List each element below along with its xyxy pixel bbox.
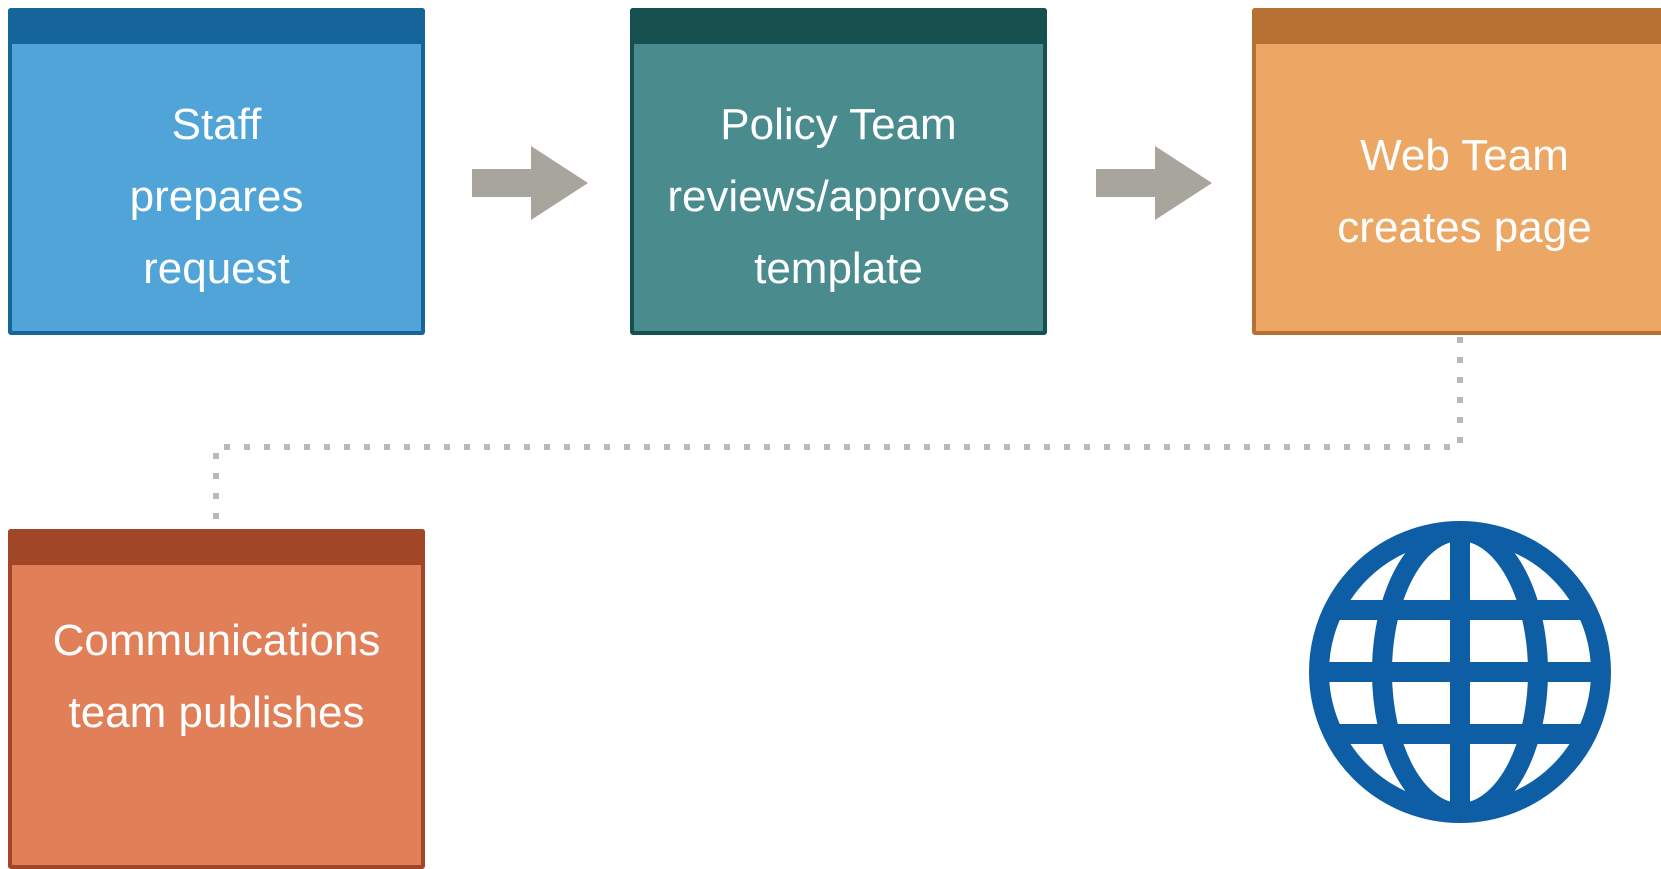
step-communications-publishes: Communications team publishes — [8, 529, 425, 869]
step-policy-team-reviews: Policy Team reviews/approves template — [630, 8, 1047, 335]
step-policy-header — [630, 8, 1047, 44]
step-web-label: Web Team creates page — [1337, 131, 1592, 252]
step-comms-label: Communications team publishes — [52, 616, 381, 737]
step-web-team-creates-page: Web Team creates page — [1252, 8, 1661, 335]
step-comms-header — [8, 529, 425, 565]
step-staff-label: Staff prepares request — [129, 100, 304, 293]
right-arrow-icon — [1096, 146, 1212, 220]
step-staff-prepares-request: Staff prepares request — [8, 8, 425, 335]
right-arrow-icon — [472, 146, 588, 220]
step-web-header — [1252, 8, 1661, 44]
globe-icon — [1309, 521, 1611, 823]
step-policy-label: Policy Team reviews/approves template — [667, 100, 1010, 293]
step-staff-header — [8, 8, 425, 44]
